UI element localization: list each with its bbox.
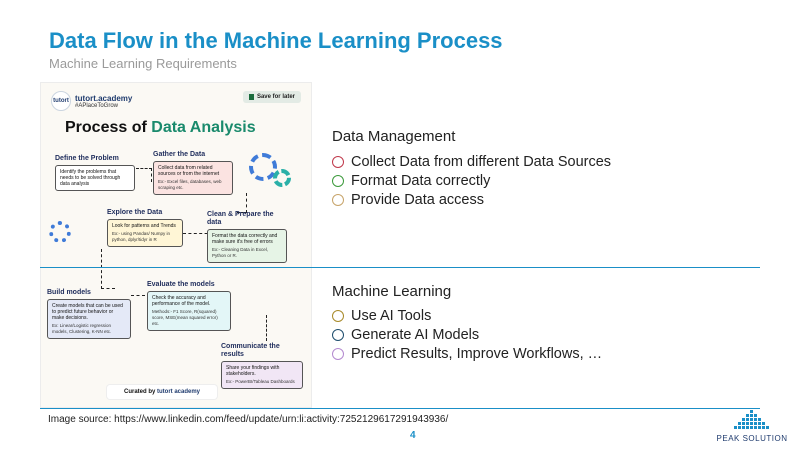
list-item-label: Provide Data access [351,191,484,208]
list-item-label: Predict Results, Improve Workflows, … [351,345,603,362]
section-divider [40,267,760,268]
circle-bullet-icon [332,155,344,168]
peak-solution-wordmark: PEAK SOLUTION [716,434,788,443]
step-box: Look for patterns and Trends Ex:- using … [107,219,183,247]
circle-bullet-icon [332,174,344,187]
step-build-models: Build models Create models that can be u… [47,289,131,339]
peak-solution-logo: PEAK SOLUTION [712,410,792,446]
flow-arrow [183,233,213,234]
step-example: Ex:- Cleaning Data in Excel, Python or R… [212,247,269,258]
list-item-label: Generate AI Models [351,326,480,343]
tutort-logo: tutort tutort.academy #APlaceToGrow [51,91,132,111]
list-item: Format Data correctly [332,171,611,190]
peak-logo-icon [734,410,769,429]
step-body: Identify the problems that needs to be s… [60,169,121,187]
step-body: Format the data correctly and make sure … [212,233,278,245]
flow-arrow [136,168,152,182]
step-box: Collect data from related sources or fro… [153,161,233,195]
step-title: Define the Problem [55,155,119,162]
step-box: Check the accuracy and performance of th… [147,291,231,331]
gear-icon [49,221,71,243]
list-item-label: Use AI Tools [351,307,432,324]
flow-arrow [131,295,145,296]
list-item: Use AI Tools [332,306,602,325]
curated-by-label: Curated by [123,389,156,395]
step-title: Evaluate the models [147,281,215,288]
list-item: Provide Data access [332,190,611,209]
list-item-label: Collect Data from different Data Sources [351,153,612,170]
image-source-caption: Image source: https://www.linkedin.com/f… [48,414,449,425]
step-title: Explore the Data [107,209,163,216]
flow-arrow [101,249,115,289]
step-title: Clean & Prepare the data [207,211,274,226]
infographic-heading-prefix: Process of [65,119,152,136]
slide-subtitle: Machine Learning Requirements [49,56,237,71]
gear-icon [249,153,277,181]
tutort-logo-mark: tutort [51,91,71,111]
slide-title: Data Flow in the Machine Learning Proces… [49,28,503,53]
process-infographic: tutort tutort.academy #APlaceToGrow Save… [40,82,312,408]
circle-bullet-icon [332,193,344,206]
flow-arrow [249,315,267,341]
bookmark-icon [248,94,254,100]
step-body: Collect data from related sources or fro… [158,165,220,177]
circle-bullet-icon [332,309,344,322]
machine-learning-list: Use AI Tools Generate AI Models Predict … [332,306,602,363]
step-explore-data: Explore the Data Look for patterns and T… [107,209,183,247]
step-clean-prepare: Clean & Prepare the data Format the data… [207,211,287,263]
data-management-heading: Data Management [332,128,456,145]
circle-bullet-icon [332,347,344,360]
step-title: Gather the Data [153,151,206,158]
machine-learning-heading: Machine Learning [332,283,452,300]
step-evaluate-models: Evaluate the models Check the accuracy a… [147,281,231,331]
page-number: 4 [410,430,416,441]
list-item: Collect Data from different Data Sources [332,152,611,171]
curated-by-badge: Curated by tutort academy [107,385,217,399]
circle-bullet-icon [332,328,344,341]
infographic-heading-accent: Data Analysis [151,119,256,136]
curated-by-brand: tutort academy [157,389,201,395]
tutort-logo-tag: #APlaceToGrow [75,102,119,109]
list-item: Predict Results, Improve Workflows, … [332,344,602,363]
step-example: Ex:- Excel files, databases, web scrapin… [158,179,222,190]
list-item: Generate AI Models [332,325,602,344]
step-box: Format the data correctly and make sure … [207,229,287,263]
step-communicate-results: Communicate the results Share your findi… [221,343,303,389]
footer-divider [40,408,760,409]
infographic-heading: Process of Data Analysis [65,119,256,137]
step-example: Ex: Linear/Logistic regression models, C… [52,323,112,334]
save-for-later-badge: Save for later [242,91,301,103]
step-example: Methods:- F1 Score, R(squared) score, MS… [152,309,218,326]
step-box: Identify the problems that needs to be s… [55,165,135,191]
step-body: Check the accuracy and performance of th… [152,295,211,307]
tutort-logo-name: tutort.academy [75,93,133,103]
list-item-label: Format Data correctly [351,172,491,189]
save-for-later-label: Save for later [256,94,295,100]
step-body: Look for patterns and Trends [112,223,176,229]
step-body: Share your findings with stakeholders. [226,365,280,377]
data-management-list: Collect Data from different Data Sources… [332,152,611,209]
step-example: Ex:- PowerBI/Tableau Dashboards [226,379,295,384]
gear-icon [273,169,291,187]
step-box: Share your findings with stakeholders. E… [221,361,303,389]
step-box: Create models that can be used to predic… [47,299,131,339]
step-gather-data: Gather the Data Collect data from relate… [153,151,233,195]
flow-arrow [237,193,247,213]
step-body: Create models that can be used to predic… [52,303,123,321]
step-example: Ex:- using Pandas/ Numpy in python, dply… [112,231,171,242]
step-title: Build models [47,289,91,296]
step-title: Communicate the results [221,343,280,358]
step-define-problem: Define the Problem Identify the problems… [55,155,135,191]
